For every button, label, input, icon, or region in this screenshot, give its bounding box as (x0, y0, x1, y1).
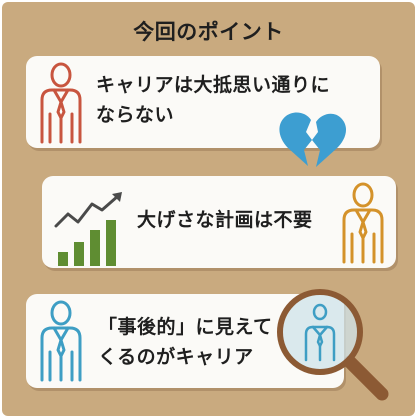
person-icon (342, 182, 384, 264)
magnifier-icon (277, 289, 389, 401)
broken-heart-icon (279, 112, 347, 167)
point-text-2: 大げさな計画は不要 (137, 205, 313, 235)
point-1-line-2: ならない (96, 104, 175, 126)
point-1-line-1: キャリアは大抵思い通りに (96, 74, 331, 96)
person-icon (40, 300, 82, 382)
point-2-line-1: 大げさな計画は不要 (137, 209, 313, 231)
point-card-2 (42, 176, 396, 268)
person-icon (40, 62, 82, 144)
point-text-3: 「事後的」に見えて くるのがキャリア (98, 312, 273, 372)
point-text-1: キャリアは大抵思い通りに ならない (96, 70, 330, 130)
point-3-line-1: 「事後的」に見えて (98, 316, 273, 338)
page-title: 今回のポイント (133, 20, 284, 44)
growth-chart-icon (54, 192, 122, 266)
point-3-line-2: くるのがキャリア (98, 346, 254, 368)
